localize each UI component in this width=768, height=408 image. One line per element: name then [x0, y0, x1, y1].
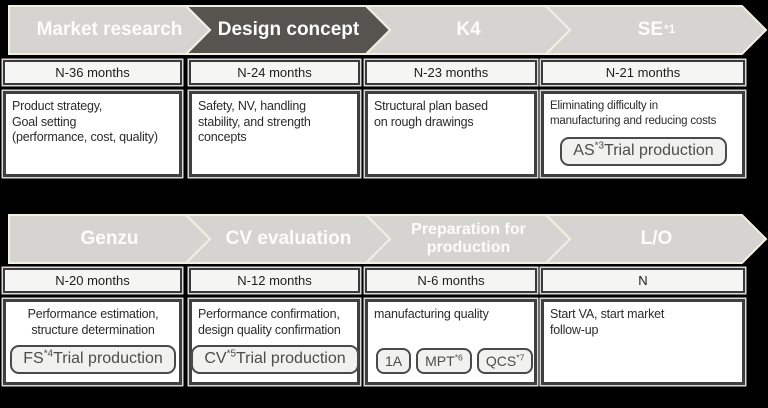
timing-box: N-20 months — [3, 268, 182, 293]
timing-text: N-21 months — [605, 65, 681, 80]
pill-code: MPT — [425, 352, 455, 369]
chevron-shapes-row1 — [8, 5, 768, 55]
trial-production-pill-cv: CV*5Trial production — [191, 344, 359, 374]
pill-code: AS — [573, 141, 595, 159]
pill-text: Trial production — [604, 141, 714, 159]
pill-code: CV — [204, 349, 227, 367]
timing-text: N-12 months — [237, 273, 312, 288]
activity-box: Performance estimation, structure determ… — [3, 299, 182, 385]
chevron-preparation — [363, 214, 572, 264]
chevron-market-research — [8, 5, 212, 55]
footnote-marker: *4 — [43, 348, 54, 360]
pill-code: FS — [23, 349, 44, 367]
activity-text: Eliminating difficulty in manufacturing … — [550, 100, 717, 127]
activity-text: Performance estimation, structure determ… — [27, 307, 159, 337]
pill-row: CV*5Trial production — [191, 344, 359, 374]
timing-box: N-6 months — [365, 268, 537, 293]
pill-code: 1A — [385, 352, 403, 369]
activity-text: Product strategy, Goal setting (performa… — [12, 99, 158, 145]
timing-text: N — [638, 273, 648, 288]
activity-text: Structural plan based on rough drawings — [374, 99, 488, 129]
activity-text: Safety, NV, handling stability, and stre… — [198, 99, 311, 145]
activity-box: Safety, NV, handling stability, and stre… — [189, 91, 360, 177]
trial-production-pill-fs: FS*4Trial production — [10, 344, 176, 374]
activity-box: Performance confirmation, design quality… — [189, 299, 360, 385]
timing-text: N-36 months — [55, 65, 130, 80]
timing-text: N-20 months — [55, 273, 130, 288]
footnote-marker: *5 — [226, 348, 236, 360]
activity-text: Start VA, start market follow-up — [550, 307, 665, 337]
activity-box: Start VA, start market follow-up — [541, 299, 745, 385]
pill-row: FS*4Trial production — [10, 344, 176, 374]
timing-text: N-23 months — [413, 65, 489, 80]
activity-text: Performance confirmation, design quality… — [198, 307, 341, 337]
timing-box: N — [541, 268, 745, 293]
activity-box: Product strategy, Goal setting (performa… — [3, 91, 182, 177]
milestone-pill-1a: 1A — [376, 347, 412, 374]
timing-text: N-6 months — [417, 273, 485, 288]
phase-band-row2: Genzu CV evaluation Preparation for prod… — [8, 214, 768, 264]
pill-text: Trial production — [53, 349, 163, 367]
footnote-marker: *7 — [516, 352, 525, 363]
pill-row: AS*3Trial production — [550, 136, 737, 166]
activity-text: manufacturing quality — [374, 307, 489, 321]
timing-box: N-12 months — [189, 268, 360, 293]
timing-text: N-24 months — [237, 65, 312, 80]
milestone-pill-qcs: QCS*7 — [476, 347, 534, 374]
chevron-cv-evaluation — [183, 214, 392, 264]
chevron-se — [543, 5, 768, 55]
activity-box: manufacturing quality 1A MPT*6 QCS*7 — [365, 299, 537, 385]
timing-box: N-36 months — [3, 60, 182, 85]
pill-row: 1A MPT*6 QCS*7 — [376, 347, 534, 374]
chevron-genzu — [8, 214, 212, 264]
timing-box: N-23 months — [365, 60, 537, 85]
activity-box: Eliminating difficulty in manufacturing … — [541, 91, 745, 177]
trial-production-pill-as: AS*3Trial production — [560, 136, 727, 166]
footnote-marker: *6 — [454, 352, 463, 363]
milestone-pill-mpt: MPT*6 — [416, 347, 472, 374]
phase-band-row1: Market research Design concept K4 SE*1 — [8, 5, 768, 55]
footnote-marker: *3 — [594, 140, 605, 152]
chevron-shapes-row2 — [8, 214, 768, 264]
activity-box: Structural plan based on rough drawings — [365, 91, 537, 177]
timing-box: N-21 months — [541, 60, 745, 85]
chevron-lo — [543, 214, 768, 264]
chevron-k4 — [363, 5, 572, 55]
chevron-design-concept — [183, 5, 392, 55]
pill-text: Trial production — [235, 349, 346, 367]
pill-code: QCS — [485, 352, 517, 369]
timing-box: N-24 months — [189, 60, 360, 85]
